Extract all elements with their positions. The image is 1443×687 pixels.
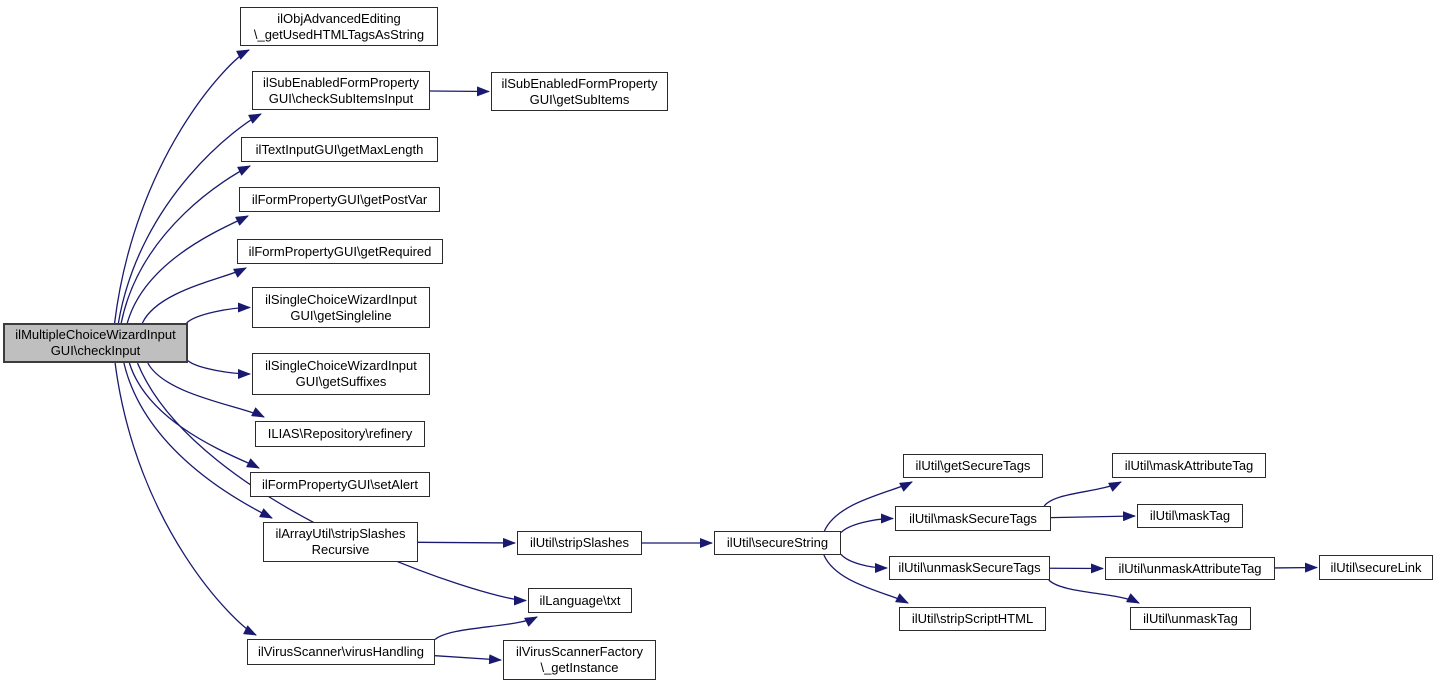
node-stripSlashesRec[interactable]: ilArrayUtil\stripSlashes Recursive — [263, 522, 418, 562]
node-getMaxLength[interactable]: ilTextInputGUI\getMaxLength — [241, 137, 438, 162]
node-factory[interactable]: ilVirusScannerFactory \_getInstance — [503, 640, 656, 680]
node-getRequired[interactable]: ilFormPropertyGUI\getRequired — [237, 239, 443, 264]
edge-virusHandling-to-factory — [434, 654, 502, 665]
edge-secureString-to-unmaskSecureTags — [840, 553, 888, 573]
node-getSuffixes[interactable]: ilSingleChoiceWizardInput GUI\getSuffixe… — [252, 353, 430, 395]
edge-hub-to-getSingleline — [186, 302, 251, 324]
node-refinery[interactable]: ILIAS\Repository\refinery — [255, 421, 425, 447]
edge-hub-to-setAlert — [128, 362, 260, 469]
edge-hub-to-getPostVar — [126, 215, 249, 324]
node-getUsedHTMLTags[interactable]: ilObjAdvancedEditing \_getUsedHTMLTagsAs… — [240, 7, 438, 46]
edge-hub-to-getRequired — [141, 267, 247, 324]
node-stripScriptHTML[interactable]: ilUtil\stripScriptHTML — [899, 607, 1046, 631]
edge-virusHandling-to-txt — [434, 616, 538, 641]
edge-stripSlashesRec-to-stripSlashes — [417, 537, 516, 548]
edge-maskSecureTags-to-maskAttributeTag — [1043, 481, 1122, 507]
node-checkSubItemsInput[interactable]: ilSubEnabledFormProperty GUI\checkSubIte… — [252, 71, 430, 110]
edge-secureString-to-maskSecureTags — [840, 513, 894, 534]
node-stripSlashes[interactable]: ilUtil\stripSlashes — [517, 531, 642, 555]
node-getSingleline[interactable]: ilSingleChoiceWizardInput GUI\getSinglel… — [252, 287, 430, 328]
node-unmaskAttributeTag[interactable]: ilUtil\unmaskAttributeTag — [1105, 557, 1275, 580]
node-maskAttributeTag[interactable]: ilUtil\maskAttributeTag — [1112, 453, 1266, 478]
node-secureLink[interactable]: ilUtil\secureLink — [1319, 555, 1433, 580]
node-getSubItems[interactable]: ilSubEnabledFormProperty GUI\getSubItems — [491, 72, 668, 111]
edge-checkSubItemsInput-to-getSubItems — [429, 86, 490, 97]
edge-hub-to-getMaxLength — [120, 165, 251, 324]
edge-unmaskSecureTags-to-unmaskTag — [1048, 579, 1140, 604]
node-hub: ilMultipleChoiceWizardInput GUI\checkInp… — [3, 323, 188, 363]
node-virusHandling[interactable]: ilVirusScanner\virusHandling — [247, 639, 435, 665]
edge-hub-to-getUsedHTMLTags — [113, 49, 250, 324]
edge-hub-to-getSuffixes — [187, 360, 251, 379]
edge-hub-to-virusHandling — [114, 362, 257, 636]
edge-hub-to-refinery — [147, 362, 265, 418]
node-secureString[interactable]: ilUtil\secureString — [714, 531, 841, 555]
node-setAlert[interactable]: ilFormPropertyGUI\setAlert — [250, 472, 430, 497]
node-txt[interactable]: ilLanguage\txt — [528, 588, 632, 613]
node-maskTag[interactable]: ilUtil\maskTag — [1137, 504, 1243, 528]
edge-maskSecureTags-to-maskTag — [1050, 511, 1136, 522]
node-getSecureTags[interactable]: ilUtil\getSecureTags — [903, 454, 1043, 478]
node-unmaskSecureTags[interactable]: ilUtil\unmaskSecureTags — [889, 556, 1050, 580]
edge-hub-to-checkSubItemsInput — [117, 113, 262, 324]
node-unmaskTag[interactable]: ilUtil\unmaskTag — [1130, 607, 1251, 630]
node-getPostVar[interactable]: ilFormPropertyGUI\getPostVar — [239, 187, 440, 212]
node-maskSecureTags[interactable]: ilUtil\maskSecureTags — [895, 506, 1051, 531]
